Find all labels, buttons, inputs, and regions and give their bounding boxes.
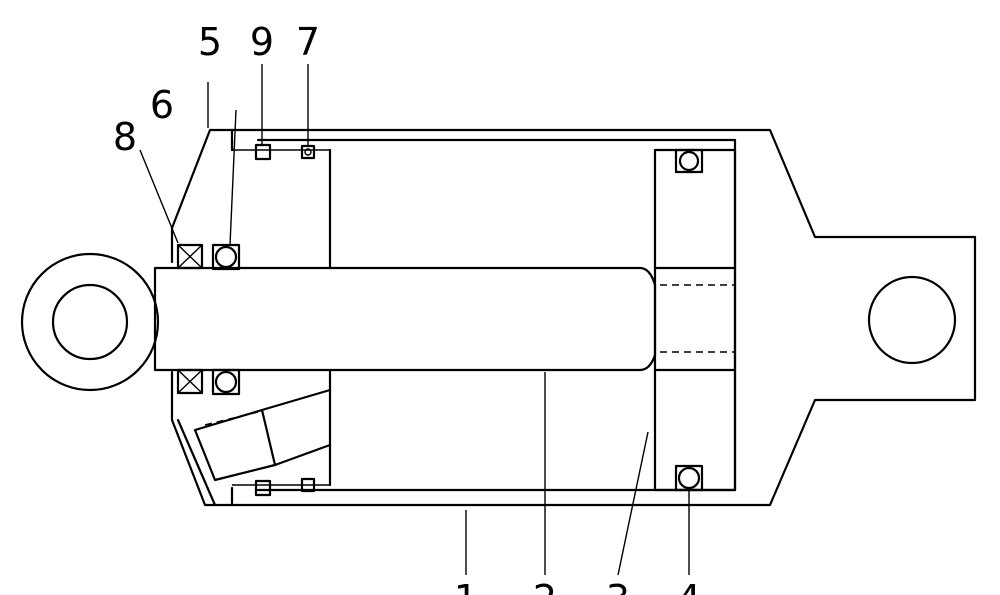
piston-seal-bottom [674, 464, 704, 492]
port-fitting [176, 388, 332, 507]
callout-9: 9 [250, 20, 274, 64]
callout-4: 4 [677, 577, 701, 595]
piston-seal-top [674, 148, 704, 174]
callout-1: 1 [454, 577, 478, 595]
callout-5: 5 [198, 20, 222, 64]
callout-7: 7 [296, 20, 320, 64]
piston-rod [153, 266, 657, 372]
leader-lines [139, 64, 690, 576]
rod-eye [20, 252, 160, 392]
callout-6: 6 [150, 83, 174, 127]
rear-pin-eye [867, 275, 957, 365]
cylinder-barrel [230, 128, 977, 507]
cylinder-head [170, 128, 332, 507]
rod-seal-top [211, 243, 241, 271]
rod-wiper-top [176, 243, 204, 270]
callout-8: 8 [113, 115, 137, 159]
head-oring-top [300, 144, 316, 160]
head-backup-ring-top [254, 143, 272, 161]
callout-3: 3 [606, 577, 630, 595]
head-oring-bottom [300, 477, 316, 493]
rod-seal-bottom [211, 368, 241, 396]
head-backup-ring-bottom [254, 479, 272, 497]
rod-wiper-bottom [176, 368, 204, 395]
piston [653, 148, 737, 492]
callout-2: 2 [533, 577, 557, 595]
callout-labels: 5 9 7 6 8 1 2 3 4 [113, 20, 701, 595]
